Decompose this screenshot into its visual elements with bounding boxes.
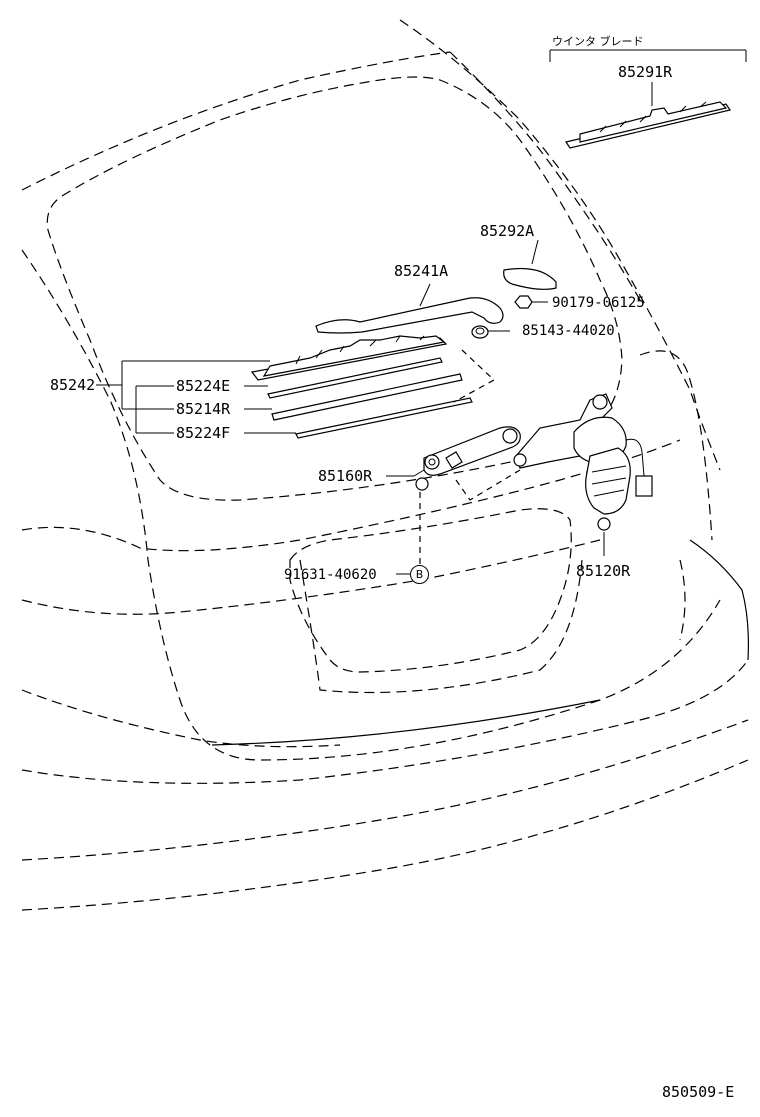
label-85214R[interactable]: 85214R <box>176 400 231 418</box>
label-85224E[interactable]: 85224E <box>176 377 231 395</box>
label-85242[interactable]: 85242 <box>50 376 96 394</box>
dashed-leaders <box>419 349 521 572</box>
label-91631-40620[interactable]: 91631-40620 <box>284 567 377 583</box>
link-drawing <box>386 426 521 491</box>
arm-cover-drawing <box>503 239 557 290</box>
rubber-e-drawing <box>267 357 443 399</box>
motor-drawing <box>513 393 653 556</box>
blade-group-drawing <box>250 335 448 381</box>
label-90179-06125[interactable]: 90179-06125 <box>552 295 645 311</box>
label-85120R[interactable]: 85120R <box>576 562 631 580</box>
cap-drawing <box>471 325 510 339</box>
label-85292A[interactable]: 85292A <box>480 222 535 240</box>
group-bracket <box>96 360 296 434</box>
section-title: ウインタ ブレード <box>552 35 644 48</box>
label-85224F[interactable]: 85224F <box>176 424 231 442</box>
blade-r-drawing <box>271 373 463 421</box>
reference-badge-b: B <box>410 565 429 584</box>
rubber-f-drawing <box>295 397 473 439</box>
label-85241A[interactable]: 85241A <box>394 262 449 280</box>
arm-drawing <box>315 283 504 334</box>
label-85160R[interactable]: 85160R <box>318 467 373 485</box>
figure-id: 850509-E <box>662 1083 735 1101</box>
blade-assy-drawing <box>565 101 731 149</box>
label-85291R[interactable]: 85291R <box>618 63 673 81</box>
nut-drawing <box>514 295 548 309</box>
label-85143-44020[interactable]: 85143-44020 <box>522 323 615 339</box>
inset-bracket <box>549 49 747 106</box>
back-door-outline <box>21 19 749 911</box>
